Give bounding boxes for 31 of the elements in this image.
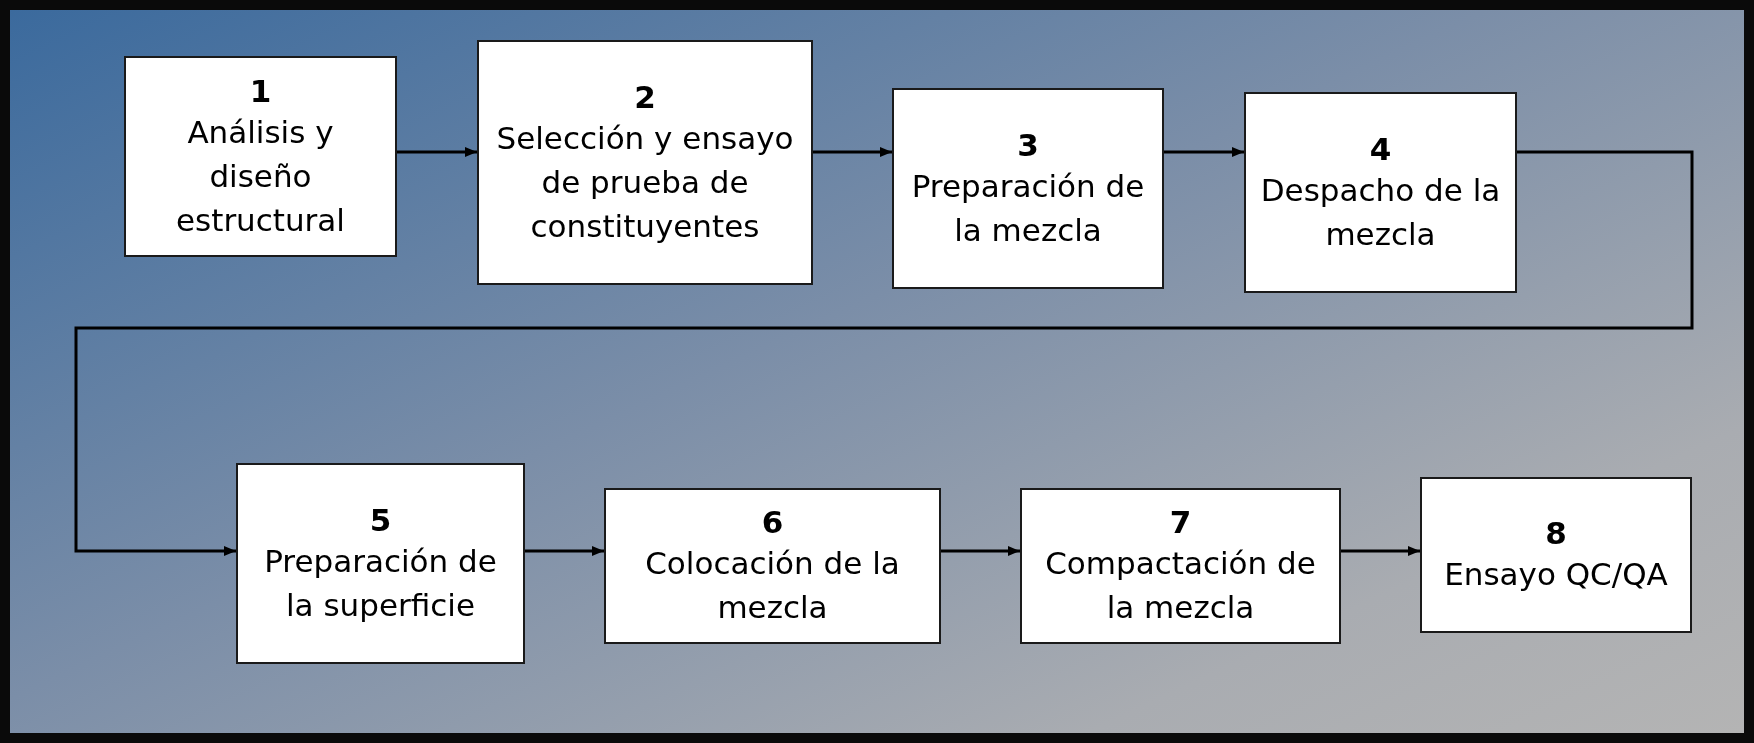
step-number: 3	[1017, 125, 1039, 164]
step-number: 4	[1369, 129, 1392, 168]
arrow	[941, 546, 1020, 556]
step-label: Compactación de la mezcla	[1044, 544, 1317, 627]
step-number: 6	[761, 503, 784, 541]
process-box	[1420, 477, 1692, 633]
arrow	[74, 150, 1694, 556]
process-box	[1020, 488, 1341, 644]
step-label: Ensayo QC/QA	[1444, 555, 1668, 594]
step-label: Análisis y diseño estructural	[175, 112, 346, 240]
step-number: 7	[1169, 503, 1192, 541]
arrow	[1341, 546, 1420, 556]
step-number: 1	[249, 71, 272, 110]
arrow	[1164, 147, 1244, 157]
step-label: Despacho de la mezcla	[1259, 170, 1502, 254]
step-label: Colocación de la mezcla	[644, 544, 901, 627]
process-box	[1244, 92, 1517, 293]
process-box	[892, 88, 1164, 289]
step-number: 2	[634, 77, 656, 116]
process-box	[124, 56, 397, 257]
step-number: 8	[1545, 514, 1567, 552]
arrow	[397, 147, 477, 157]
process-box	[236, 463, 525, 664]
arrow	[525, 546, 604, 556]
process-box	[477, 40, 813, 285]
process-box	[604, 488, 941, 644]
step-label: Preparación de la superficie	[263, 541, 498, 625]
step-label: Selección y ensayo de prueba de constituyentes	[495, 118, 795, 246]
step-number: 5	[369, 500, 392, 539]
arrow	[813, 147, 892, 157]
step-label: Preparación de la mezcla	[910, 166, 1146, 250]
